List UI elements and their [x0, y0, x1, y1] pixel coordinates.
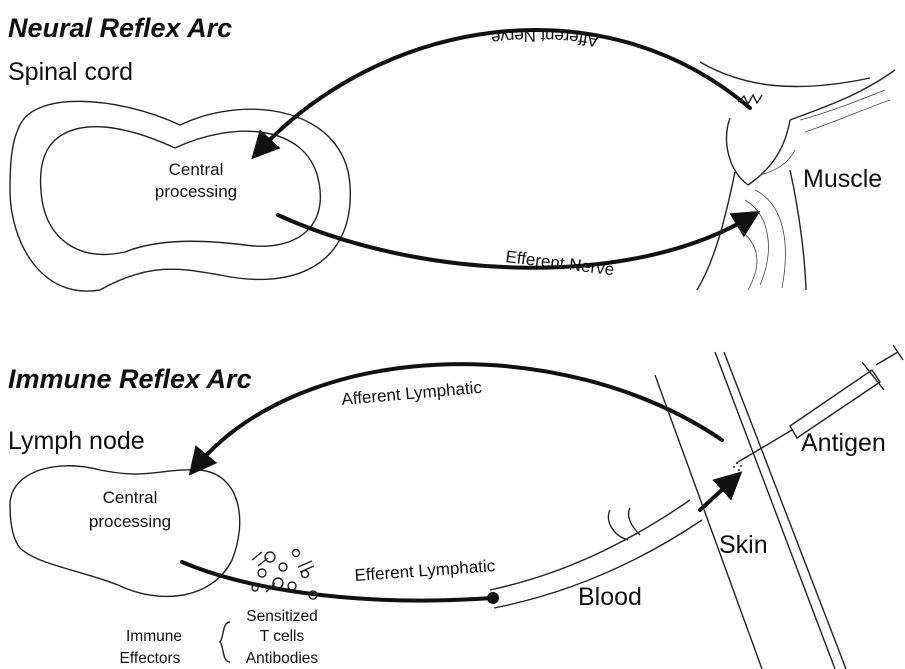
afferent-nerve-label: Afferent Nerve — [490, 26, 600, 51]
lymph-node-outline — [10, 466, 240, 597]
afferent-nerve-arrow — [258, 30, 750, 152]
lymph-node-label: Lymph node — [8, 427, 145, 455]
immune-reflex-arc: Immune Reflex Arc Lymph node Central pro… — [8, 345, 903, 669]
skin-layers — [655, 352, 846, 669]
efferent-nerve-label: Efferent Nerve — [505, 247, 616, 279]
effector-item-sensitized: Sensitized — [246, 608, 318, 625]
neural-center-line2: processing — [155, 182, 237, 201]
afferent-lymphatic-label: Afferent Lymphatic — [341, 378, 483, 409]
neural-center-line1: Central — [169, 160, 224, 179]
effector-item-antibodies: Antibodies — [246, 650, 319, 667]
immune-center-line1: Central — [103, 488, 158, 507]
spinal-cord-label: Spinal cord — [8, 58, 133, 86]
immune-center-line2: processing — [89, 512, 171, 531]
effector-item-t-cells: T cells — [260, 628, 305, 645]
immune-title: Immune Reflex Arc — [8, 364, 252, 394]
efferent-lymphatic-label: Efferent Lymphatic — [354, 556, 496, 585]
skin-label: Skin — [719, 531, 768, 559]
neural-reflex-arc: Neural Reflex Arc Spinal cord Central pr… — [8, 13, 895, 291]
immune-effectors-line2: Effectors — [120, 650, 181, 667]
antigen-label: Antigen — [801, 429, 886, 457]
blood-label: Blood — [578, 583, 642, 611]
lymph-junction-dot — [487, 592, 499, 604]
neural-title: Neural Reflex Arc — [8, 13, 232, 43]
immune-effectors-line1: Immune — [126, 628, 182, 645]
muscle-label: Muscle — [803, 165, 882, 193]
effectors-brace — [220, 622, 230, 662]
